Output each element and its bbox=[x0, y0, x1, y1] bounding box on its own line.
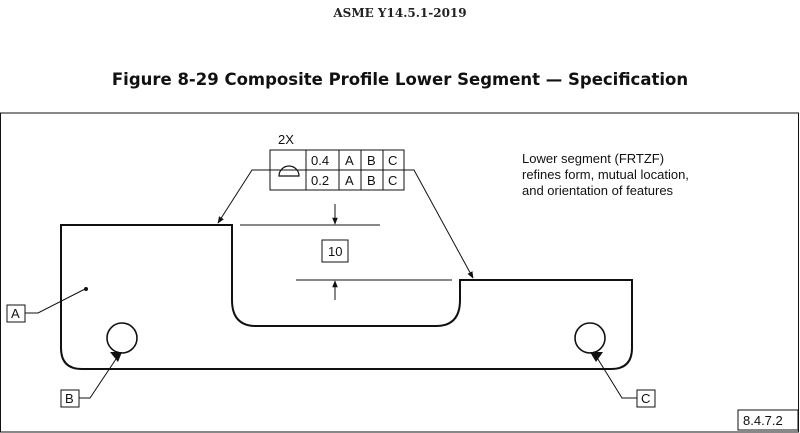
fcf-upper-datum-c: C bbox=[388, 153, 397, 168]
fcf-upper-tolerance: 0.4 bbox=[311, 153, 329, 168]
svg-text:C: C bbox=[641, 391, 650, 406]
fcf-leader-left bbox=[217, 169, 270, 224]
note-line-2: refines form, mutual location, bbox=[522, 167, 689, 182]
fcf-lower-datum-a: A bbox=[345, 173, 354, 188]
dimension-10: 10 bbox=[240, 204, 452, 300]
datum-a-label: A bbox=[6, 287, 88, 323]
fcf-upper-datum-b: B bbox=[367, 153, 376, 168]
datum-b-label: B bbox=[60, 352, 122, 408]
datum-c-label: C bbox=[590, 352, 656, 408]
reference-tag: 8.4.7.2 bbox=[737, 409, 799, 431]
dimension-value: 10 bbox=[328, 244, 342, 259]
feature-control-frame: 2X 0.4 A B C 0.2 A B C bbox=[269, 132, 405, 191]
note-line-3: and orientation of features bbox=[522, 183, 674, 198]
fcf-leader-right bbox=[404, 169, 474, 279]
svg-text:B: B bbox=[65, 391, 74, 406]
part-outline bbox=[60, 224, 633, 370]
fcf-upper-datum-a: A bbox=[345, 153, 354, 168]
svg-text:8.4.7.2: 8.4.7.2 bbox=[743, 413, 783, 428]
note-text: Lower segment (FRTZF) refines form, mutu… bbox=[522, 151, 689, 198]
fcf-lower-datum-c: C bbox=[388, 173, 397, 188]
hole-left bbox=[106, 322, 138, 354]
fcf-lower-datum-b: B bbox=[367, 173, 376, 188]
fcf-multiplier: 2X bbox=[278, 132, 294, 147]
hole-right bbox=[574, 322, 606, 354]
drawing-border bbox=[0, 112, 799, 433]
fcf-lower-tolerance: 0.2 bbox=[311, 173, 329, 188]
note-line-1: Lower segment (FRTZF) bbox=[522, 151, 664, 166]
figure-title: Figure 8-29 Composite Profile Lower Segm… bbox=[111, 70, 689, 89]
svg-text:A: A bbox=[11, 306, 20, 321]
standard-header: ASME Y14.5.1-2019 bbox=[333, 6, 467, 20]
profile-of-surface-icon bbox=[278, 165, 300, 177]
